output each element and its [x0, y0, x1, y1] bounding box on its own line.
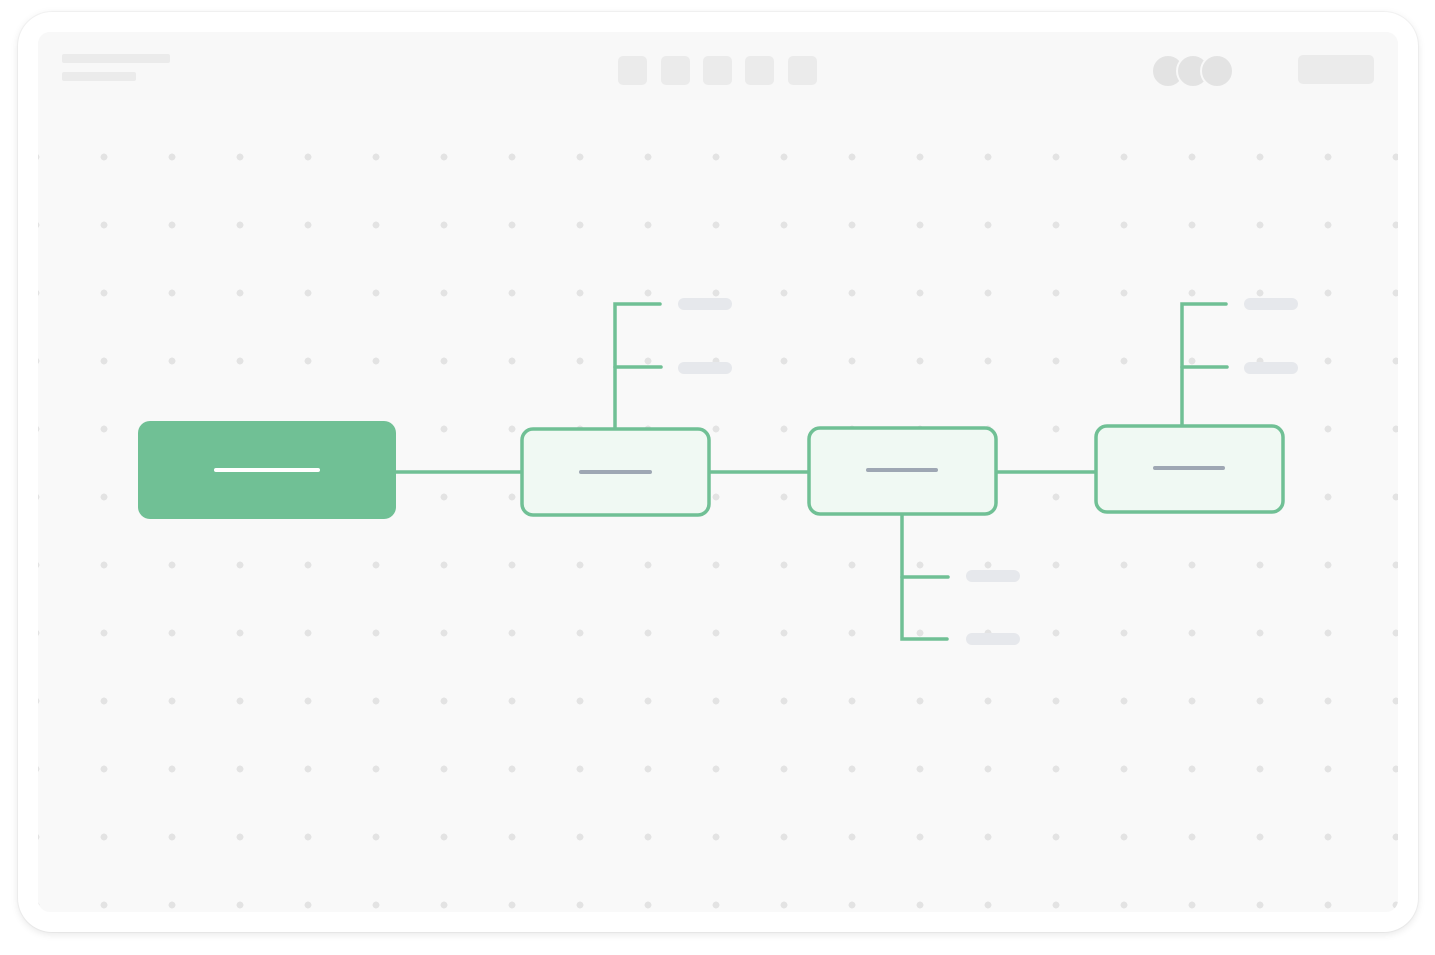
toolbar-tool-1-icon[interactable]: [618, 56, 647, 85]
toolbar-tool-3-icon[interactable]: [703, 56, 732, 85]
topic-node-2[interactable]: [807, 426, 998, 516]
top-toolbar: [38, 32, 1398, 100]
branch-node2-leaf2: [900, 512, 949, 641]
branch-node3-leaf1: [1180, 302, 1228, 428]
leaf-node1-2-placeholder[interactable]: [678, 362, 732, 374]
share-button[interactable]: [1298, 55, 1374, 84]
topic-node-1[interactable]: [520, 427, 711, 517]
topic-node-3[interactable]: [1094, 424, 1285, 514]
collaborator-avatar-3[interactable]: [1200, 54, 1234, 88]
leaf-node2-2-placeholder[interactable]: [966, 633, 1020, 645]
leaf-node3-2-placeholder[interactable]: [1244, 362, 1298, 374]
leaf-node2-1-placeholder[interactable]: [966, 570, 1020, 582]
leaf-node3-1-placeholder[interactable]: [1244, 298, 1298, 310]
document-subtitle-placeholder: [62, 72, 136, 81]
leaf-node1-1-placeholder[interactable]: [678, 298, 732, 310]
root-node[interactable]: [138, 421, 396, 519]
mind-map-canvas: [138, 298, 1298, 645]
app-screen: [38, 32, 1398, 912]
branch-node1-leaf1: [613, 302, 662, 432]
toolbar-tool-5-icon[interactable]: [788, 56, 817, 85]
document-title-placeholder[interactable]: [62, 54, 170, 63]
toolbar-tool-2-icon[interactable]: [661, 56, 690, 85]
toolbar-tool-4-icon[interactable]: [745, 56, 774, 85]
